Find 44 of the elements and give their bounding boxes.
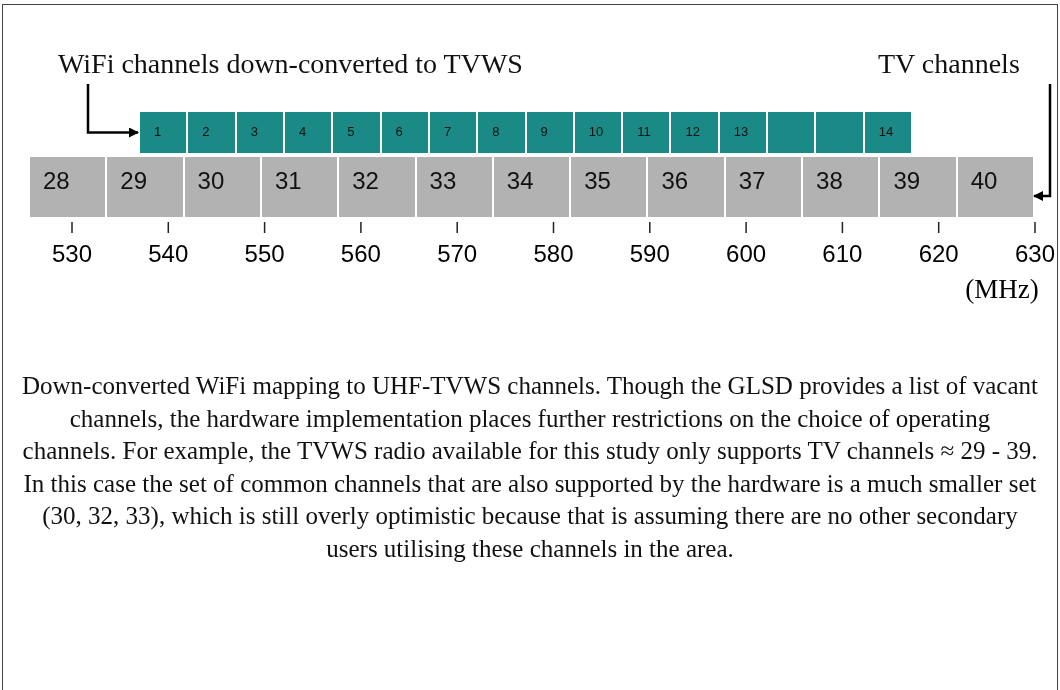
wifi-channel-block: 3	[236, 112, 283, 153]
wifi-channel-block: 6	[381, 112, 428, 153]
wifi-channel-block: 8	[478, 112, 525, 153]
wifi-channel-block: 5	[333, 112, 380, 153]
tv-channel-block: 36	[648, 157, 724, 217]
wifi-channel-block: 7	[429, 112, 477, 153]
unit-label: (MHz)	[965, 274, 1039, 305]
wifi-channel-block: 13	[719, 112, 767, 153]
tv-channel-block: 39	[880, 157, 956, 217]
annotation-text: TV channels	[878, 48, 1054, 84]
tv-channel-block: 40	[957, 157, 1033, 217]
tv-channel-block: 30	[184, 157, 260, 217]
tv-channel-block: 38	[803, 157, 879, 217]
wifi-channel-block: 10	[574, 112, 622, 153]
frequency-label: 540	[148, 240, 189, 268]
frequency-label: 530	[52, 240, 92, 268]
wifi-channel-block: 4	[284, 112, 332, 153]
frequency-label: 590	[629, 240, 670, 268]
annotation-text: WiFi channels down-converted to TVWS	[58, 48, 628, 84]
tv-channel-block: 37	[725, 157, 802, 217]
wifi-channel-block: 2	[188, 112, 235, 153]
frequency-label: 580	[533, 240, 574, 268]
wifi-channel-block: 12	[671, 112, 718, 153]
frequency-label: 630	[1015, 240, 1055, 268]
frequency-label: 620	[918, 240, 959, 268]
frequency-label: 570	[437, 240, 478, 268]
frequency-label: 550	[244, 240, 285, 268]
wifi-channel-block: 9	[526, 112, 573, 153]
tv-channel-block: 31	[261, 157, 338, 217]
wifi-channel-block: 14	[864, 112, 911, 153]
tv-channel-block: 32	[339, 157, 415, 217]
tv-channel-block: 29	[107, 157, 183, 217]
tv-channel-block: 34	[493, 157, 570, 217]
frequency-label: 560	[340, 240, 381, 268]
arrow	[1033, 84, 1052, 201]
tv-channel-block: 33	[416, 157, 492, 217]
arrow	[86, 84, 139, 138]
frequency-label: 610	[822, 240, 863, 268]
frequency-label: 600	[726, 240, 767, 268]
tv-channel-block: 35	[571, 157, 647, 217]
tv-channel-block: 28	[30, 157, 106, 217]
caption: Down-converted WiFi mapping to UHF-TVWS channels. Though the GLSD provides a list of vacant channels, the hardware implementation places further restrictions on the choice of operating channels. For example, the TVWS radio available for this study only supports TV channels ≈ 29 - 39. In this case the set of common channels that are also supported by the hardware is a much smaller set (30, 32, 33), which is still overly optimistic because that is assuming there are no other secondary users utilising these channels in the area.	[21, 371, 1039, 564]
wifi-channel-block: 11	[623, 112, 670, 153]
wifi-channel-block: 1	[140, 112, 187, 153]
